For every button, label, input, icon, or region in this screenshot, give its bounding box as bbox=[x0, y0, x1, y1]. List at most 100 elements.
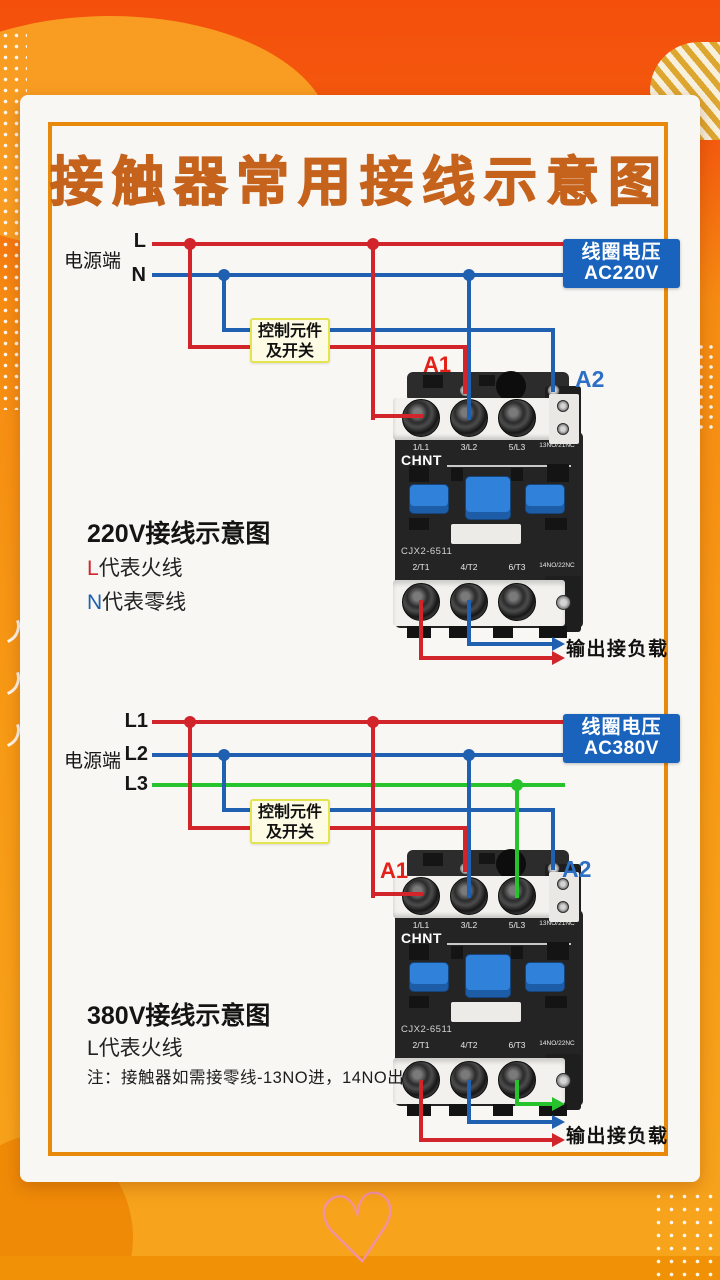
actuator-clip bbox=[525, 962, 565, 992]
coil-voltage-title: 线圈电压 bbox=[581, 717, 662, 738]
main-terminal bbox=[498, 583, 536, 621]
terminal-marking: 2/T1 bbox=[412, 1040, 430, 1050]
source-label-380: 电源端 bbox=[64, 751, 122, 772]
decor-shape bbox=[451, 468, 463, 481]
actuator-clip bbox=[525, 484, 565, 514]
legend-text: 代表火线 bbox=[98, 1037, 183, 1060]
wire-segment bbox=[467, 600, 471, 644]
decor-shape bbox=[423, 375, 443, 388]
junction-dot bbox=[463, 749, 475, 761]
terminal-marking: 6/T3 bbox=[508, 562, 526, 572]
decor-shape bbox=[511, 468, 523, 481]
legend-prefix: L bbox=[87, 557, 99, 580]
legend-text: 代表火线 bbox=[98, 557, 183, 580]
decor-shape bbox=[423, 853, 443, 866]
junction-dot bbox=[463, 269, 475, 281]
note-380: 注：接触器如需接零线-13NO进，14NO出 bbox=[87, 1069, 405, 1087]
page-title: 接触器常用接线示意图 bbox=[49, 152, 670, 213]
control-box-line2: 及开关 bbox=[265, 343, 314, 360]
heart-icon: ♡ bbox=[310, 1169, 408, 1280]
line-label-N: N bbox=[131, 264, 146, 286]
source-label-220: 电源端 bbox=[64, 251, 122, 272]
control-box-380: 控制元件 及开关 bbox=[250, 799, 330, 844]
line-label-L2: L2 bbox=[124, 743, 148, 765]
screw-terminal bbox=[557, 878, 569, 890]
main-terminal bbox=[402, 877, 440, 915]
decor-bottom-strip bbox=[0, 1256, 720, 1280]
wire-segment bbox=[371, 414, 423, 418]
decor-shape bbox=[409, 944, 429, 960]
decor-shape bbox=[447, 465, 571, 467]
wire-segment bbox=[152, 720, 565, 724]
wire-segment bbox=[222, 753, 226, 812]
arrowhead bbox=[552, 1133, 565, 1147]
wire-segment bbox=[467, 1120, 553, 1124]
terminal-marking: 4/T2 bbox=[460, 562, 478, 572]
control-box-line2: 及开关 bbox=[265, 824, 314, 841]
decor-shape bbox=[409, 518, 429, 530]
wire-segment bbox=[515, 1080, 519, 1104]
wire-segment bbox=[188, 242, 192, 349]
junction-dot bbox=[367, 238, 379, 250]
decor-shape bbox=[511, 946, 523, 959]
terminal-label-a2-380: A2 bbox=[562, 856, 592, 882]
wire-segment bbox=[515, 783, 519, 898]
main-terminal bbox=[498, 399, 536, 437]
decor-shape bbox=[409, 996, 429, 1008]
wire-segment bbox=[152, 783, 565, 787]
screw-terminal bbox=[557, 423, 569, 435]
terminal-marking: 1/L1 bbox=[412, 920, 430, 930]
mount-foot bbox=[493, 1104, 513, 1116]
wire-segment bbox=[419, 656, 553, 660]
wire-segment bbox=[551, 328, 555, 392]
wire-segment bbox=[419, 600, 423, 658]
decor-shape bbox=[547, 464, 569, 482]
control-box-line1: 控制元件 bbox=[257, 323, 322, 340]
wire-segment bbox=[222, 808, 553, 812]
decor-shape bbox=[447, 943, 571, 945]
actuator-clip bbox=[465, 954, 511, 998]
terminal-marking: 2/T1 bbox=[412, 562, 430, 572]
arrowhead bbox=[552, 1097, 565, 1111]
terminal-label-a2-220: A2 bbox=[575, 366, 605, 392]
control-box-220: 控制元件 及开关 bbox=[250, 318, 330, 363]
arrowhead bbox=[552, 651, 565, 665]
wire-segment bbox=[152, 753, 565, 757]
terminal-marking: 14NO/22NC bbox=[539, 562, 575, 569]
decor-shape bbox=[545, 518, 567, 530]
coil-knob bbox=[496, 849, 526, 879]
wire-segment bbox=[152, 242, 565, 246]
main-terminal bbox=[402, 399, 440, 437]
wire-segment bbox=[222, 273, 226, 332]
coil-voltage-value: AC220V bbox=[584, 263, 659, 284]
mount-foot bbox=[493, 626, 513, 638]
junction-dot bbox=[184, 716, 196, 728]
terminal-label-a1-220: A1 bbox=[423, 352, 452, 377]
wire-segment bbox=[463, 826, 467, 872]
wire-segment bbox=[551, 808, 555, 870]
decor-shape bbox=[409, 466, 429, 482]
wire-segment bbox=[515, 1102, 553, 1106]
model-marking: CJX2-6511 bbox=[401, 1024, 453, 1035]
wire-segment bbox=[371, 720, 375, 898]
terminal-marking: 6/T3 bbox=[508, 1040, 526, 1050]
output-label-220: 输出接负载 bbox=[566, 639, 669, 660]
decor-shape bbox=[547, 942, 569, 960]
wire-segment bbox=[467, 273, 471, 420]
wire-segment bbox=[222, 328, 553, 332]
legend-prefix: L bbox=[87, 1037, 99, 1060]
screw-terminal bbox=[557, 901, 569, 913]
model-marking: CJX2-6511 bbox=[401, 546, 453, 557]
terminal-marking: 5/L3 bbox=[508, 920, 526, 930]
terminal-marking: 13NO/21NC bbox=[539, 920, 575, 927]
line-label-L1: L1 bbox=[124, 710, 148, 732]
actuator-clip bbox=[465, 476, 511, 520]
arrowhead bbox=[552, 1115, 565, 1129]
terminal-marking: 1/L1 bbox=[412, 442, 430, 452]
junction-dot bbox=[511, 779, 523, 791]
decor-shape bbox=[545, 996, 567, 1008]
caption-380: 380V接线示意图 bbox=[87, 1002, 271, 1030]
mount-foot bbox=[539, 626, 567, 638]
brand-logo: CHNT bbox=[401, 452, 442, 468]
brand-logo: CHNT bbox=[401, 930, 442, 946]
